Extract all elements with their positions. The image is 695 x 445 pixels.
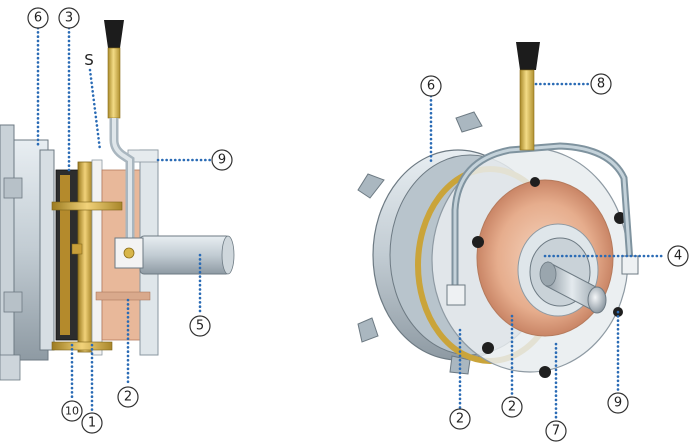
callout-right-6: 6: [420, 75, 442, 97]
bolt: [472, 236, 484, 248]
callout-right-7-label: 7: [552, 424, 560, 439]
callout-right-2b: 2: [501, 396, 523, 418]
callout-left-9: 9: [211, 149, 233, 171]
output-shaft: [139, 235, 231, 275]
lever-rod: [519, 69, 535, 151]
callout-right-6-label: 6: [427, 79, 435, 94]
perspective-assembly: [357, 42, 639, 378]
friction-plate: [77, 161, 93, 353]
callout-left-3: 3: [58, 7, 80, 29]
lever-grip-side: [104, 20, 124, 48]
callout-left-6-label: 6: [34, 11, 42, 26]
callout-left-6: 6: [27, 7, 49, 29]
stud-upper: [51, 201, 123, 211]
callout-left-10-label: 10: [65, 405, 79, 418]
leader-lines: [36, 26, 667, 422]
stud-lower: [51, 341, 113, 351]
callout-left-2: 2: [117, 386, 139, 408]
callout-right-9-label: 9: [614, 396, 622, 411]
callout-right-8: 8: [590, 73, 612, 95]
callout-right-2a-label: 2: [456, 412, 464, 427]
callout-left-5: 5: [189, 315, 211, 337]
callout-left-1-label: 1: [88, 416, 96, 431]
lever-rod-side: [107, 47, 121, 119]
callout-left-5-label: 5: [196, 319, 204, 334]
callout-left-3-label: 3: [65, 11, 73, 26]
mounting-lug: [455, 111, 483, 133]
lever-grip: [516, 42, 540, 70]
callout-left-9-label: 9: [218, 153, 226, 168]
callout-right-8-label: 8: [597, 77, 605, 92]
bolt: [482, 342, 494, 354]
callout-left-2-label: 2: [124, 390, 132, 405]
bolt: [539, 366, 551, 378]
side-view-assembly: [0, 20, 235, 381]
callout-right-7: 7: [545, 420, 567, 442]
callout-right-2b-label: 2: [508, 400, 516, 415]
mounting-lug: [357, 317, 379, 343]
mounting-lug: [357, 173, 385, 199]
callout-left-s-label: S: [84, 51, 94, 69]
bolt: [614, 212, 626, 224]
callout-right-4: 4: [667, 245, 689, 267]
callout-right-4-label: 4: [674, 249, 682, 264]
bolt: [530, 177, 540, 187]
callout-right-9: 9: [607, 392, 629, 414]
callout-left-10: 10: [61, 400, 83, 422]
callout-left-1: 1: [81, 412, 103, 434]
callout-right-2a: 2: [449, 408, 471, 430]
